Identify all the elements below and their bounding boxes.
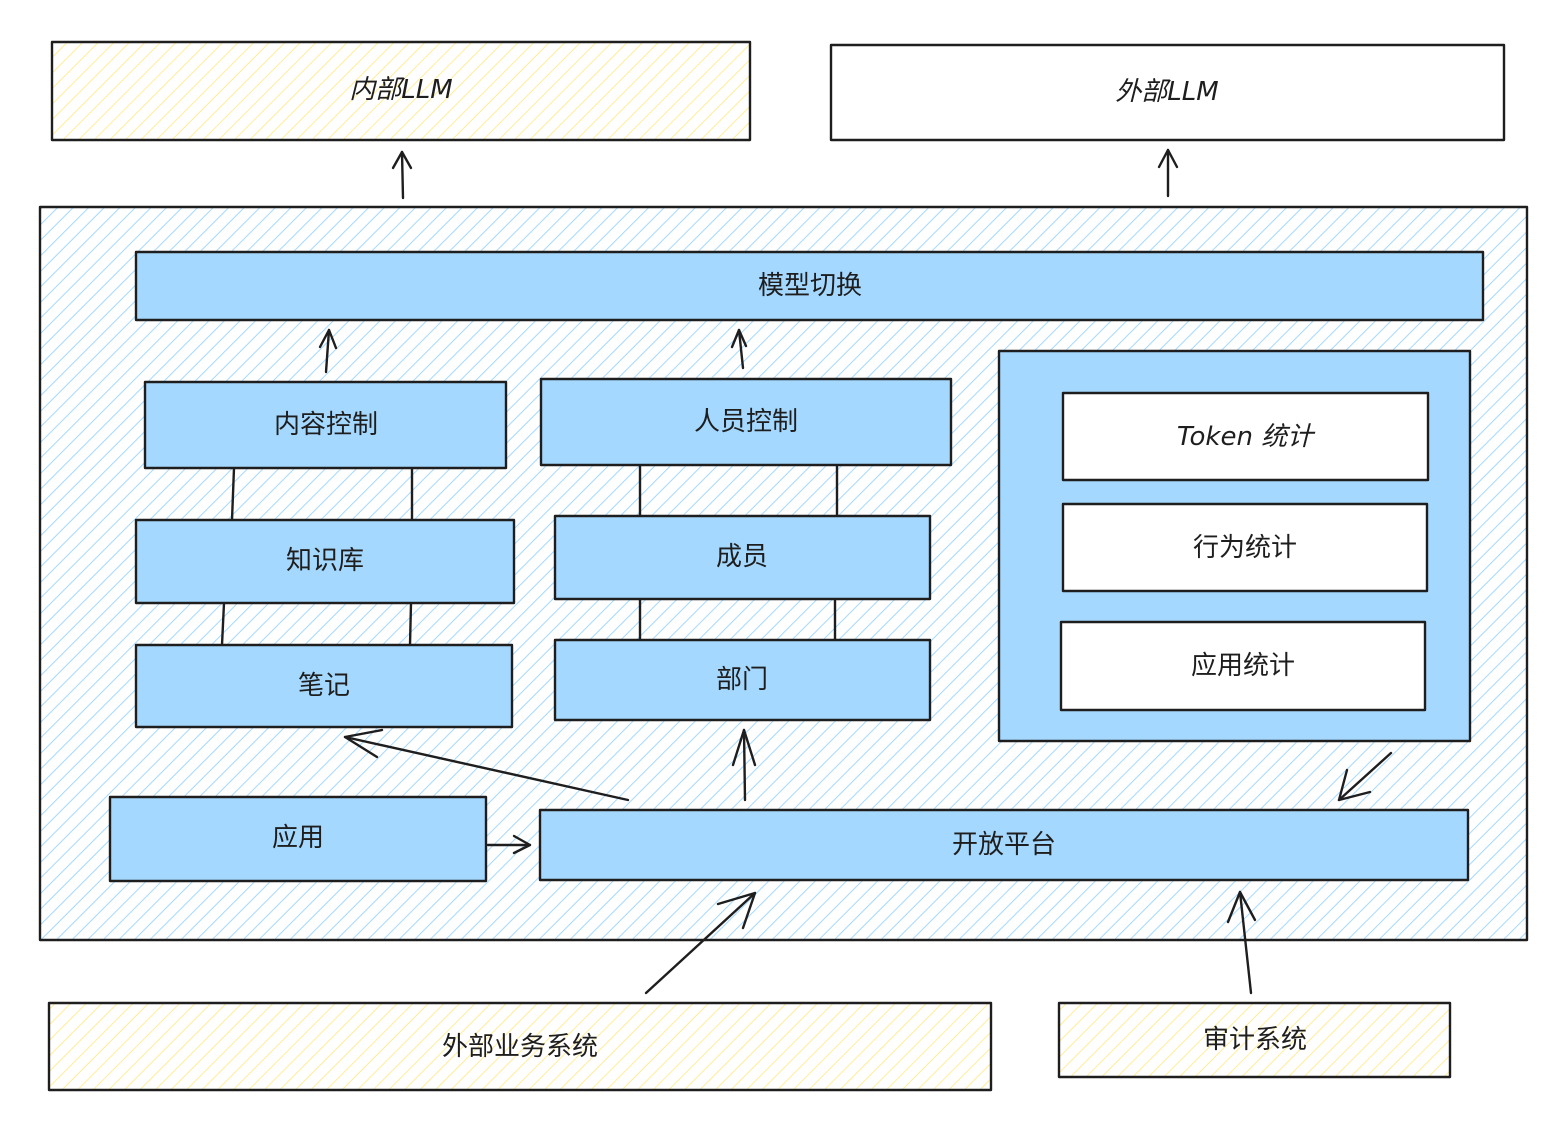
external-business-box: 外部业务系统 xyxy=(47,1001,993,1092)
open-platform-label: 开放平台 xyxy=(952,830,1056,860)
personnel-control-box: 人员控制 xyxy=(539,377,953,467)
application-label: 应用 xyxy=(272,823,324,853)
arrow-content-to-model xyxy=(318,328,338,374)
members-box: 成员 xyxy=(553,514,932,601)
app-stats-box: 应用统计 xyxy=(1059,620,1427,712)
departments-label: 部门 xyxy=(716,665,768,695)
external-business-label: 外部业务系统 xyxy=(442,1032,598,1062)
content-control-label: 内容控制 xyxy=(274,410,378,440)
internal-llm-label: 内部LLM xyxy=(349,75,452,105)
knowledge-base-box: 知识库 xyxy=(134,518,516,605)
arrow-audit-to-open-platform xyxy=(1226,890,1257,995)
audit-system-label: 审计系统 xyxy=(1203,1025,1307,1055)
model-switch-box: 模型切换 xyxy=(134,250,1485,322)
arrow-open-platform-to-departments xyxy=(731,728,757,802)
app-stats-label: 应用统计 xyxy=(1191,651,1295,681)
notes-box: 笔记 xyxy=(134,643,514,729)
notes-label: 笔记 xyxy=(298,671,350,701)
arrow-statistics-to-open-platform xyxy=(1337,751,1393,802)
connector-line xyxy=(220,601,226,647)
personnel-control-label: 人员控制 xyxy=(694,407,798,437)
arrow-to-internal-llm xyxy=(391,150,413,200)
connector-line xyxy=(408,601,413,647)
arrow-application-to-open-platform xyxy=(486,834,532,855)
arrow-personnel-to-model xyxy=(730,328,748,370)
model-switch-label: 模型切换 xyxy=(758,271,862,301)
departments-box: 部门 xyxy=(553,638,932,722)
internal-llm-box: 内部LLM xyxy=(50,40,752,142)
arrow-to-external-llm xyxy=(1157,148,1179,198)
open-platform-box: 开放平台 xyxy=(538,808,1470,882)
external-llm-box: 外部LLM xyxy=(829,43,1506,142)
content-control-box: 内容控制 xyxy=(143,380,508,470)
application-box: 应用 xyxy=(108,795,488,883)
knowledge-base-label: 知识库 xyxy=(286,546,364,576)
behavior-stats-box: 行为统计 xyxy=(1061,502,1429,593)
members-label: 成员 xyxy=(716,542,768,572)
connector-line xyxy=(230,466,236,522)
arrow-open-platform-to-notes xyxy=(343,728,630,802)
arrow-business-to-open-platform xyxy=(644,891,757,995)
token-stats-label: Token 统计 xyxy=(1177,422,1316,452)
token-stats-box: Token 统计 xyxy=(1061,391,1430,482)
behavior-stats-label: 行为统计 xyxy=(1193,533,1297,563)
audit-system-box: 审计系统 xyxy=(1057,1001,1452,1079)
external-llm-label: 外部LLM xyxy=(1115,77,1218,107)
